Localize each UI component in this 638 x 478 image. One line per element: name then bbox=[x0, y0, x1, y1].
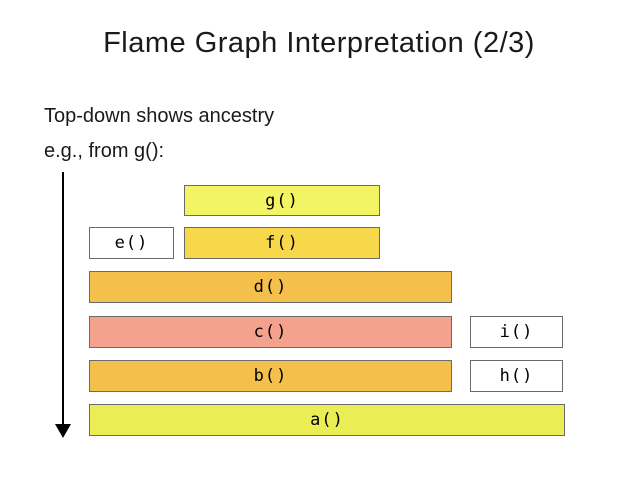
body-line-example: e.g., from g(): bbox=[44, 140, 165, 162]
frame-h: h() bbox=[470, 360, 563, 392]
body-line-ancestry: Top-down shows ancestry bbox=[44, 105, 275, 127]
frame-c: c() bbox=[89, 316, 452, 348]
frame-i: i() bbox=[470, 316, 563, 348]
frame-b: b() bbox=[89, 360, 452, 392]
frame-f: f() bbox=[184, 227, 380, 259]
frame-g: g() bbox=[184, 185, 380, 216]
frame-a: a() bbox=[89, 404, 565, 436]
down-arrow-shaft bbox=[62, 172, 64, 425]
frame-e: e() bbox=[89, 227, 174, 259]
down-arrow-icon bbox=[55, 424, 71, 438]
slide-title: Flame Graph Interpretation (2/3) bbox=[103, 27, 535, 59]
frame-d: d() bbox=[89, 271, 452, 303]
